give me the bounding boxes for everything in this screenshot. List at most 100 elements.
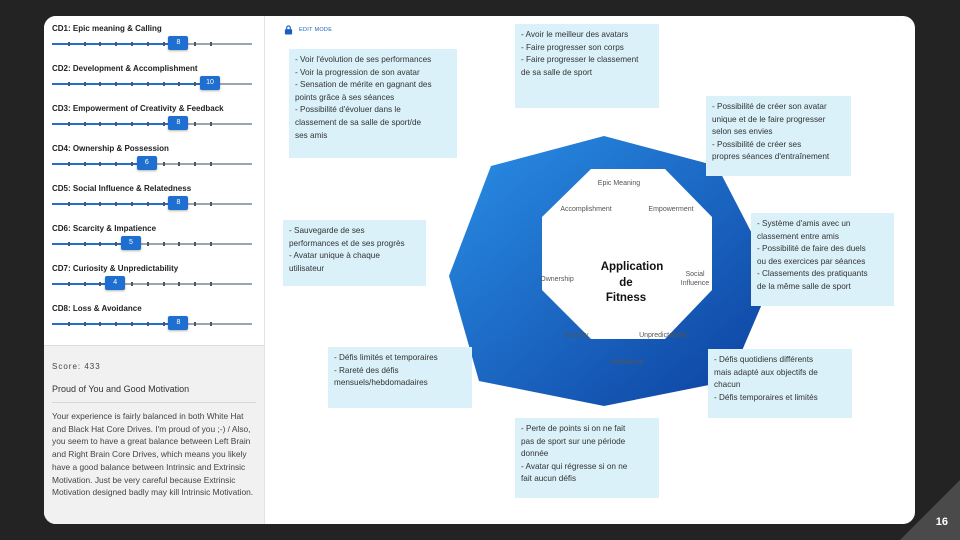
core-drive-label: CD2: Development & Accomplishment	[52, 64, 198, 73]
slider-tick	[194, 202, 197, 206]
slider-tick	[162, 42, 165, 46]
note-line: - Sauvegarde de ses	[289, 226, 365, 235]
slider-tick	[67, 242, 70, 246]
note-line: - Possibilité de créer ses	[712, 139, 802, 149]
note-line: selon ses envies	[712, 127, 773, 137]
slider-tick	[210, 322, 212, 326]
edit-mode-toggle[interactable]: EDIT MODE	[284, 24, 332, 36]
slider-tick	[83, 322, 86, 326]
slider-tick	[146, 82, 149, 86]
slider-tick	[146, 242, 149, 246]
slider-track[interactable]	[52, 242, 252, 246]
core-drive-slider: CD5: Social Influence & Relatedness 8	[52, 184, 257, 220]
note-line: ou des exercices par séances	[757, 256, 866, 266]
note-line: de la même salle de sport	[757, 281, 851, 291]
slider-value-handle[interactable]: 6	[136, 156, 157, 170]
slider-track[interactable]	[52, 42, 252, 46]
slider-track[interactable]	[52, 282, 252, 286]
note-line: - Classements des pratiquants	[757, 269, 868, 279]
note-line: propres séances d'entraînement	[712, 152, 830, 162]
slider-tick	[162, 282, 165, 286]
note-line: - Défis quotidiens différents	[714, 355, 814, 364]
slider-value-handle[interactable]: 4	[105, 276, 126, 290]
slider-tick	[131, 322, 133, 326]
page-number: 16	[935, 516, 948, 528]
core-drive-label: CD5: Social Influence & Relatedness	[52, 184, 192, 193]
note-line: - Défis limités et temporaires	[334, 353, 438, 362]
note-line: performances et de ses progrès	[289, 238, 405, 248]
note-accomplishment: - Voir l'évolution de ses performances- …	[289, 49, 457, 158]
score-description: Your experience is fairly balanced in bo…	[52, 411, 254, 498]
slider-track[interactable]	[52, 122, 252, 126]
slider-tick	[194, 242, 197, 246]
core-drive-slider: CD7: Curiosity & Unpredictability 4	[52, 264, 257, 300]
slider-tick	[67, 282, 70, 286]
note-line: fait aucun défis	[521, 474, 577, 484]
label-influence: Influence	[681, 280, 710, 287]
note-line: - Avatar qui régresse si on ne	[521, 461, 628, 471]
slider-value-handle[interactable]: 10	[200, 76, 220, 90]
note-line: ses amis	[295, 130, 328, 140]
note-line: - Faire progresser son corps	[521, 42, 624, 52]
slider-tick	[131, 202, 133, 206]
core-drive-label: CD3: Empowerment of Creativity & Feedbac…	[52, 104, 224, 113]
slider-tick	[83, 42, 86, 46]
slider-value-handle[interactable]: 8	[168, 196, 189, 210]
slider-value-handle[interactable]: 8	[168, 116, 189, 130]
slider-tick	[146, 282, 149, 286]
slider-tick	[99, 202, 102, 206]
note-line: - Avoir le meilleur des avatars	[521, 30, 629, 39]
slider-track[interactable]	[52, 82, 252, 86]
note-scarcity: - Défis limités et temporaires - Rareté d…	[328, 347, 472, 408]
core-drive-label: CD7: Curiosity & Unpredictability	[52, 264, 179, 273]
note-line: mais adapté aux objectifs de	[714, 367, 818, 377]
slider-tick	[194, 282, 197, 286]
slider-tick	[67, 162, 70, 166]
core-drive-slider: CD3: Empowerment of Creativity & Feedbac…	[52, 104, 257, 140]
slider-tick	[210, 202, 212, 206]
slider-tick	[99, 122, 102, 126]
center-title-line-3: Fitness	[606, 292, 646, 304]
slider-tick	[162, 122, 165, 126]
slider-tick	[83, 122, 86, 126]
slider-tick	[194, 162, 197, 166]
slider-tick	[115, 202, 118, 206]
slider-tick	[210, 122, 212, 126]
slider-value-handle[interactable]: 8	[168, 316, 189, 330]
note-ownership: - Sauvegarde de ses performances et de se…	[283, 220, 426, 286]
slider-tick	[67, 122, 70, 126]
slider-track[interactable]	[52, 322, 252, 326]
label-epic-meaning: Epic Meaning	[598, 180, 641, 187]
slider-tick	[67, 322, 70, 326]
slider-value-handle[interactable]: 8	[168, 36, 189, 50]
slider-tick	[131, 122, 133, 126]
slider-tick	[178, 282, 181, 286]
note-line: mensuels/hebdomadaires	[334, 378, 428, 388]
slider-tick	[83, 282, 86, 286]
slider-tick	[146, 122, 149, 126]
slider-track[interactable]	[52, 202, 252, 206]
note-line: - Rareté des défis	[334, 365, 399, 375]
slider-tick	[210, 242, 212, 246]
score-value: Score: 433	[52, 362, 101, 371]
note-line: - Avatar unique à chaque	[289, 251, 380, 261]
label-unpredictability: Unpredictability	[639, 332, 687, 339]
note-line: - Système d'amis avec un	[757, 219, 851, 228]
slider-tick	[210, 282, 212, 286]
slider-tick	[131, 282, 133, 286]
corner-decoration	[900, 480, 960, 540]
score-divider	[52, 402, 256, 403]
note-line: - Possibilité d'évoluer dans le	[295, 105, 401, 115]
slider-tick	[115, 322, 118, 326]
slider-value-handle[interactable]: 5	[121, 236, 141, 250]
edit-mode-label: EDIT MODE	[299, 27, 333, 33]
slider-tick	[178, 242, 181, 246]
note-line: classement entre amis	[757, 231, 839, 241]
note-line: unique et de le faire progresser	[712, 114, 826, 124]
